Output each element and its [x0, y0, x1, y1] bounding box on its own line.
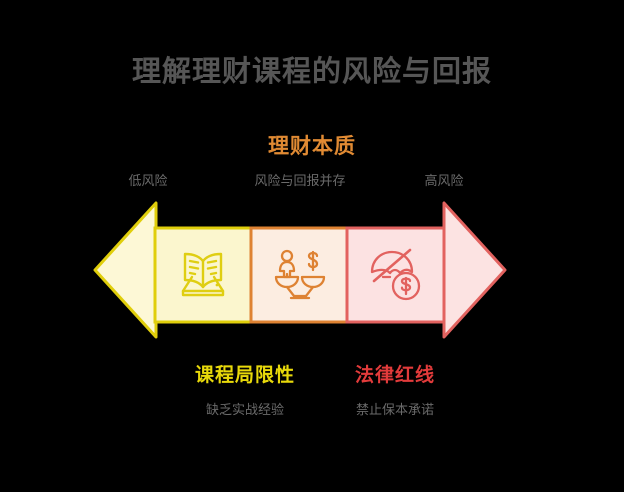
page-title: 理解理财课程的风险与回报 [131, 56, 492, 88]
callout-title-course-limits: 课程局限性 [194, 365, 295, 386]
callout-title-legal-line: 法律红线 [354, 365, 435, 386]
no-guarantee-money-icon [370, 248, 421, 301]
balance-scale-icon [274, 249, 326, 300]
callout-subtitle-legal-line: 禁止保本承诺 [355, 402, 434, 417]
axis-label-mid-risk: 风险与回报并存 [254, 173, 346, 188]
segment-box-no-guarantee [345, 226, 446, 324]
segment-icon-book [155, 228, 251, 322]
axis-label-low-risk: 低风险 [128, 173, 168, 188]
segment-box-balance [249, 226, 349, 324]
right-arrowhead [442, 201, 507, 339]
segment-icon-no-guarantee [347, 228, 443, 322]
left-arrowhead [93, 201, 158, 339]
axis-label-high-risk: 高风险 [424, 173, 464, 188]
essence-heading: 理财本质 [268, 135, 356, 158]
segment-icon-balance [251, 228, 347, 322]
open-book-icon [181, 252, 225, 297]
callout-subtitle-course-limits: 缺乏实战经验 [205, 402, 284, 417]
